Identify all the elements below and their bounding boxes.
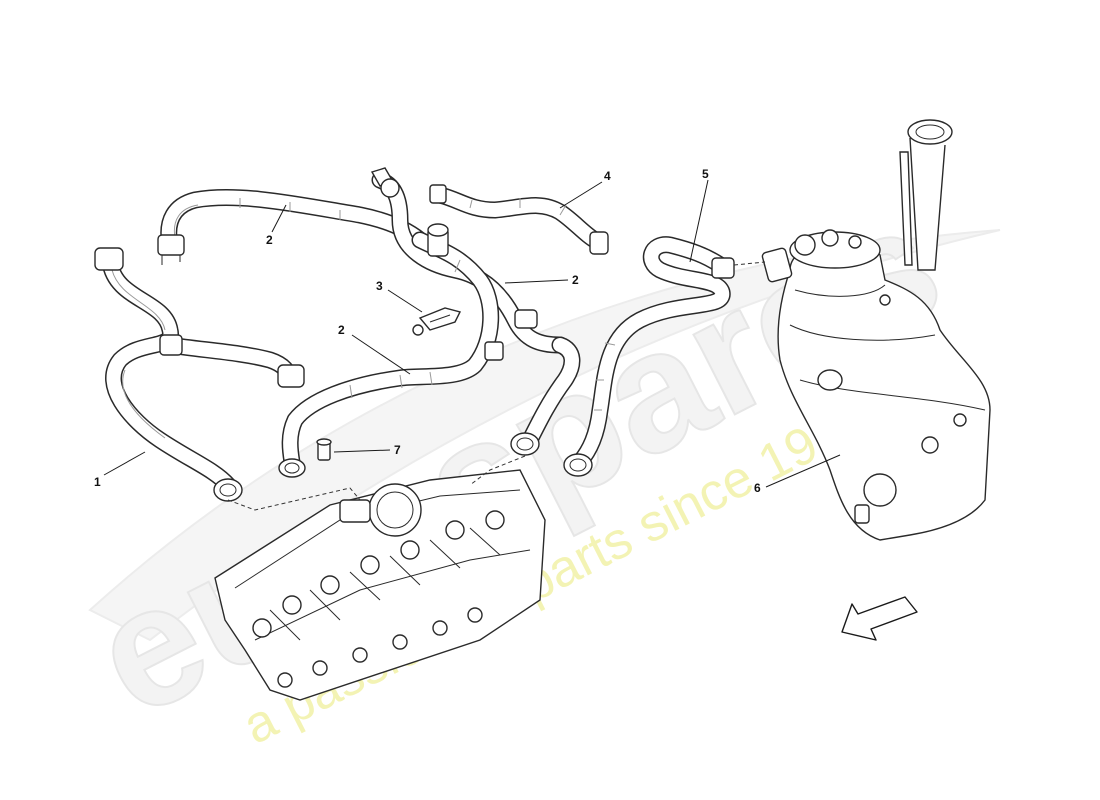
cover-bolts: [252, 510, 505, 688]
hose-2-center: [278, 167, 569, 478]
hose-5: [510, 236, 735, 477]
oil-tank: [761, 119, 991, 541]
hose-1: [94, 247, 305, 502]
connection-dashes: [227, 261, 766, 511]
callout-7: 7: [394, 443, 401, 457]
callout-4: 4: [604, 169, 611, 183]
callout-5: 5: [702, 167, 709, 181]
hose-1-end-fitting: [213, 478, 243, 502]
hose-1-connector-right: [277, 364, 305, 388]
callout-3: 3: [376, 279, 383, 293]
clip-3: [412, 307, 462, 336]
arrow-down-left-icon: [841, 596, 918, 641]
cylinder-head-cover: [214, 469, 546, 701]
callout-2-upper: 2: [266, 233, 273, 247]
bolt-7: [316, 438, 332, 461]
leader-lines: [103, 179, 841, 488]
hose-4: [429, 184, 609, 255]
callout-2-middle: 2: [338, 323, 345, 337]
callout-2-right: 2: [572, 273, 579, 287]
callout-1: 1: [94, 475, 101, 489]
callouts: 1 2 2 2 3 4 5 6 7: [94, 167, 761, 495]
hose-1-connector-top: [94, 247, 124, 271]
hose-2-upper: [157, 189, 429, 265]
callout-6: 6: [754, 481, 761, 495]
